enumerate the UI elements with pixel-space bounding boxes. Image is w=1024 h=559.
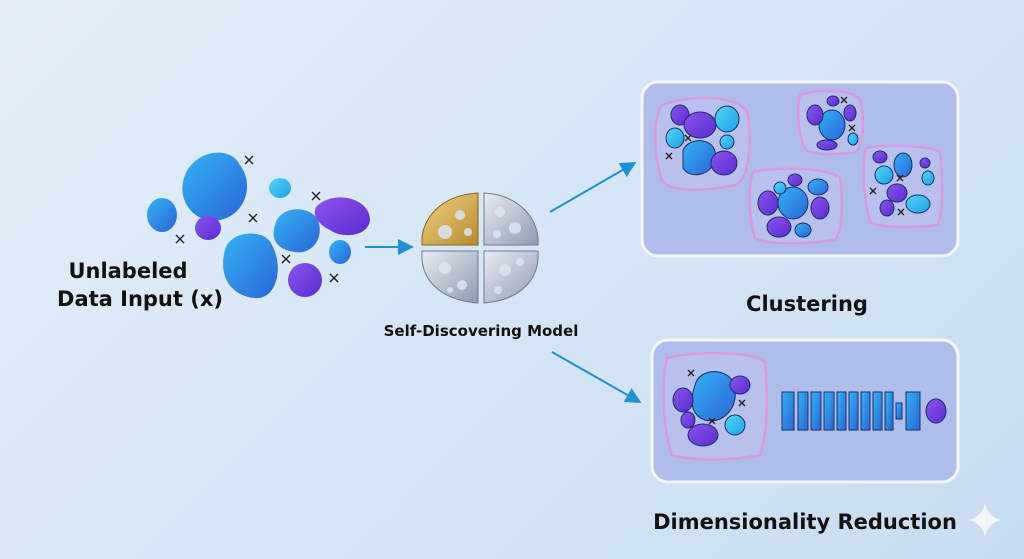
sparkle-icon [969,503,1001,537]
brain-model-icon [421,192,539,304]
arrow-to-dim-reduction [551,351,642,403]
clustering-label: Clustering [746,292,868,316]
input-label-line1: Unlabeled [68,259,187,283]
unlabeled-data-blobs [147,152,370,299]
dim-reduction-label: Dimensionality Reduction [653,510,957,534]
arrow-to-clustering [549,161,637,213]
clustering-panel [640,80,960,258]
dim-reduction-panel [650,338,960,484]
input-label-line2: Data Input (x) [57,287,223,311]
model-label: Self-Discovering Model [384,322,579,340]
